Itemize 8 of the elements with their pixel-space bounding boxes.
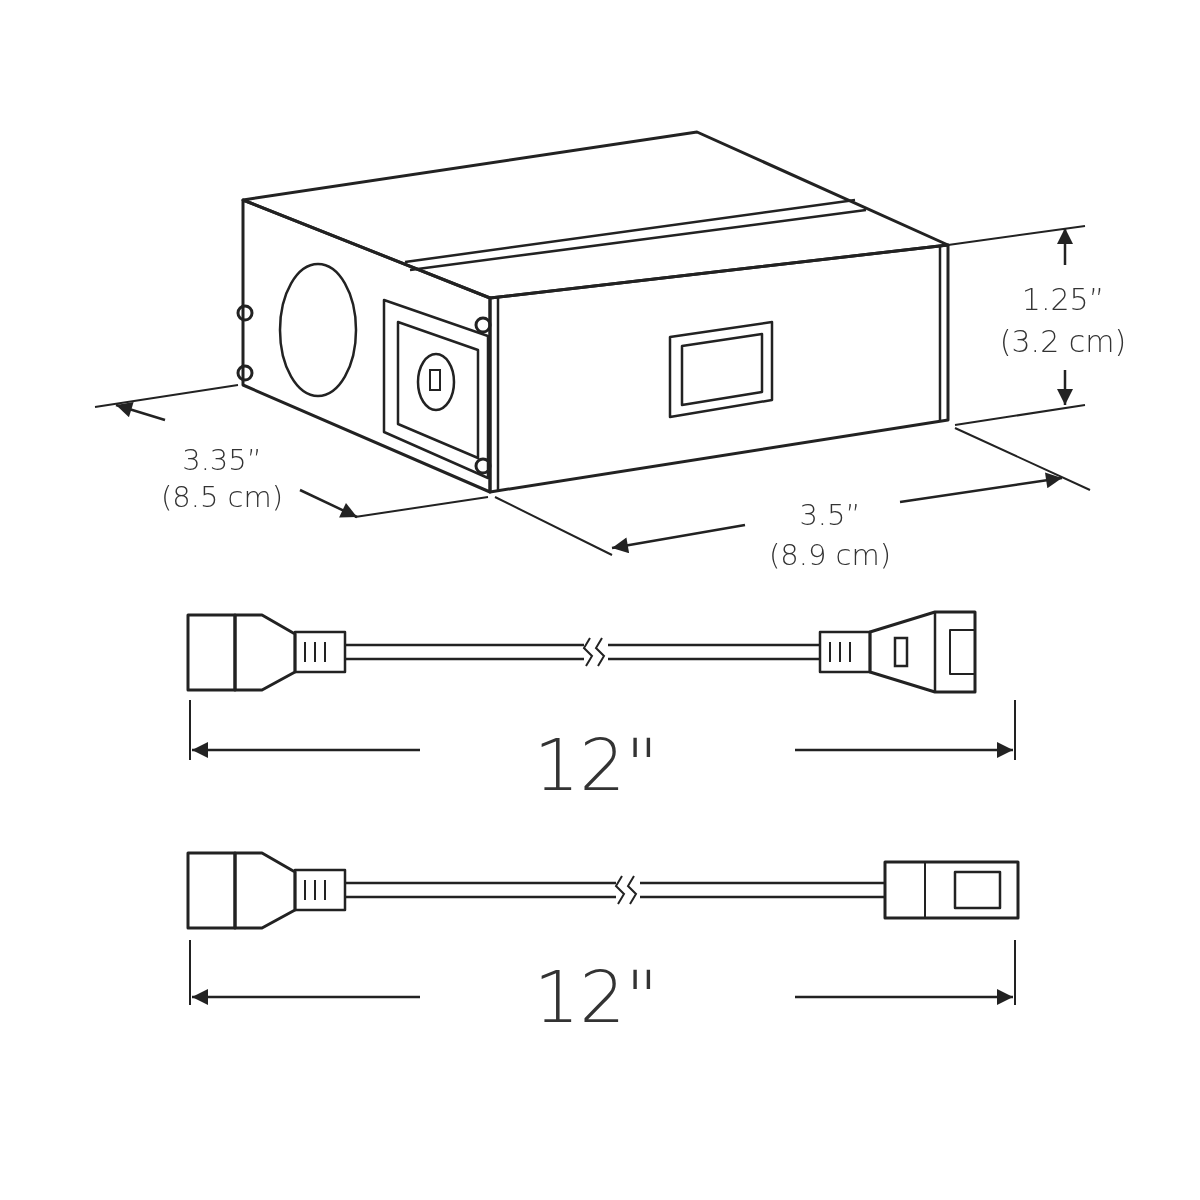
dimension-label: 12" (533, 961, 659, 1033)
dimension-label: (3.2 cm) (999, 327, 1127, 357)
dimension-label: 3.35” (182, 445, 262, 475)
dimension-label: 12" (533, 729, 659, 801)
dimension-label: 3.5” (799, 500, 861, 530)
dimension-label: (8.5 cm) (160, 482, 284, 512)
dimension-label: 1.25” (1021, 285, 1105, 315)
dimension-label: (8.9 cm) (768, 540, 892, 570)
